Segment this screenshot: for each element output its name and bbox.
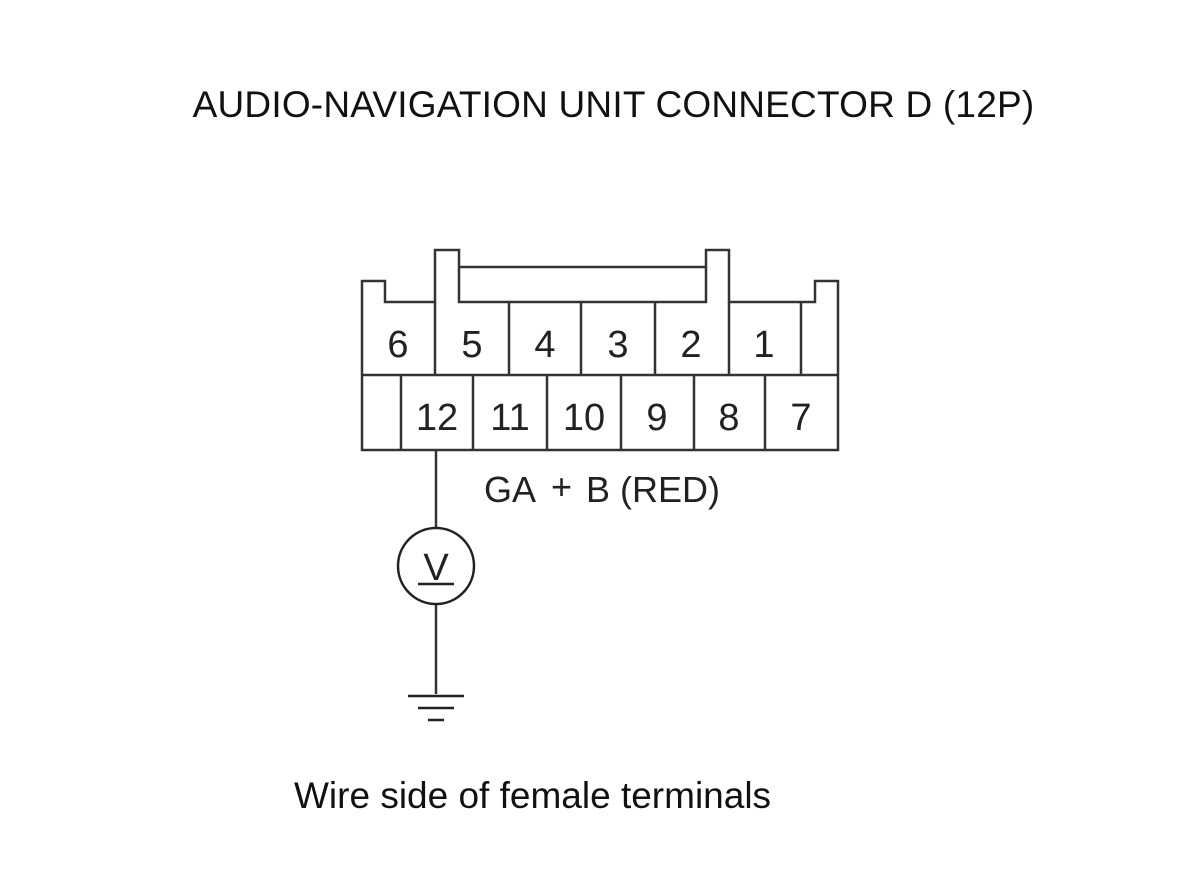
wire-label-prefix: GA [484,469,536,510]
pin-6: 6 [387,324,408,366]
pin-1: 1 [753,324,774,366]
voltmeter-icon [396,526,476,606]
connector-housing [360,248,840,452]
pin-12: 12 [416,397,458,439]
pin-10: 10 [563,397,605,439]
voltmeter-symbol: V [423,547,449,589]
wire-label: GA + B (RED) [484,466,720,510]
bottom-row-pins: 12 11 10 9 8 7 [416,397,812,439]
wire-label-suffix: B (RED) [586,469,720,510]
pin-4: 4 [534,324,555,366]
pin-2: 2 [680,324,701,366]
bottom-row-dividers [399,375,767,450]
pin-8: 8 [718,397,739,439]
pin-5: 5 [461,324,482,366]
pin-3: 3 [607,324,628,366]
wire-label-plus: + [551,466,572,507]
top-row-dividers [433,302,803,375]
pin-9: 9 [646,397,667,439]
pin-11: 11 [490,397,529,439]
top-row-pins: 6 5 4 3 2 1 [387,324,774,366]
pin-7: 7 [790,397,811,439]
ground-icon [408,694,464,722]
diagram-caption: Wire side of female terminals [294,775,772,816]
diagram-title: AUDIO-NAVIGATION UNIT CONNECTOR D (12P) [192,84,1035,125]
